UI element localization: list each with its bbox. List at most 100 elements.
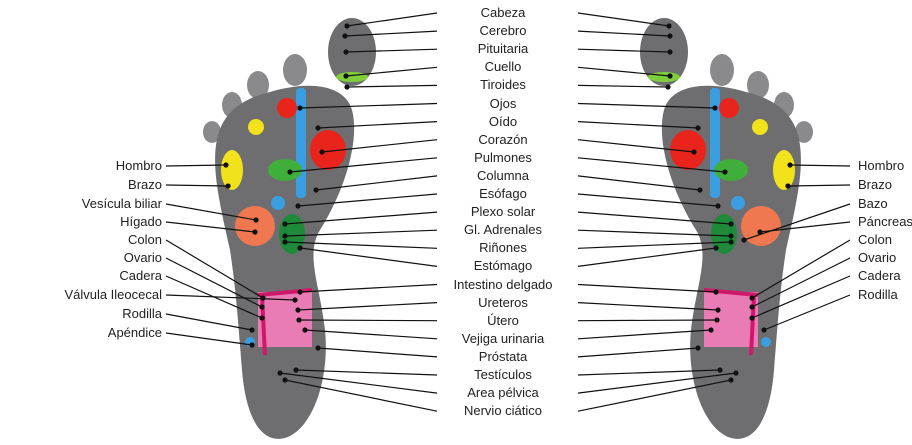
center-leader-right-dot [728, 377, 733, 382]
right-side-leader-dot [749, 295, 754, 300]
center-label: Area pélvica [413, 384, 593, 401]
right-spine-strip [710, 88, 720, 198]
right-side-leader-dot [787, 162, 792, 167]
left-lungs [268, 159, 302, 181]
center-leader-right-dot [667, 73, 672, 78]
center-leader-right-dot [667, 49, 672, 54]
left-side-label: Hombro [12, 157, 162, 174]
right-side-label: Colon [858, 231, 912, 248]
right-spleen-blue [731, 196, 745, 210]
center-label: Plexo solar [413, 203, 593, 220]
center-leader-left-dot [315, 345, 320, 350]
center-leader-right-dot [667, 33, 672, 38]
left-toe-2 [283, 54, 307, 86]
center-leader-right-dot [665, 84, 670, 89]
right-shoulder [773, 150, 795, 190]
right-side-label: Cadera [858, 267, 912, 284]
center-leader-right [578, 285, 716, 293]
center-leader-left-dot [344, 23, 349, 28]
left-liver [235, 206, 275, 246]
center-leader-right-dot [728, 239, 733, 244]
center-label: Próstata [413, 348, 593, 365]
center-leader-right-dot [728, 233, 733, 238]
left-side-leader-dot [249, 327, 254, 332]
left-eye-red [277, 98, 297, 118]
center-label: Cabeza [413, 4, 593, 21]
center-leader-left-dot [293, 367, 298, 372]
left-side-label: Hígado [12, 213, 162, 230]
right-side-label: Páncreas [858, 213, 912, 230]
left-side-label: Colon [12, 231, 162, 248]
center-label: Corazón [413, 131, 593, 148]
center-leader-left-dot [344, 84, 349, 89]
left-side-label: Brazo [12, 176, 162, 193]
center-leader-right-dot [666, 23, 671, 28]
center-leader-right-dot [691, 149, 696, 154]
center-leader-right-dot [708, 327, 713, 332]
right-side-leader-dot [757, 229, 762, 234]
center-label: Tiroides [413, 76, 593, 93]
center-leader-left-dot [295, 307, 300, 312]
center-label: Esófago [413, 185, 593, 202]
center-leader-left-dot [282, 233, 287, 238]
right-side-label: Brazo [858, 176, 912, 193]
center-leader-right-dot [697, 187, 702, 192]
left-side-label: Válvula Ileocecal [12, 286, 162, 303]
center-leader-right-dot [712, 105, 717, 110]
center-leader-right-dot [695, 345, 700, 350]
left-side-leader-dot [223, 162, 228, 167]
center-leader-left-dot [282, 221, 287, 226]
left-side-leader-dot [252, 229, 257, 234]
center-label: Vejiga urinaria [413, 330, 593, 347]
right-toe-2 [710, 54, 734, 86]
right-knee [761, 337, 771, 347]
center-label: Nervio ciático [413, 402, 593, 419]
left-ear-yellow [248, 119, 264, 135]
center-leader-right-dot [714, 317, 719, 322]
center-leader-right-dot [715, 307, 720, 312]
center-leader-right-dot [713, 245, 718, 250]
left-side-label: Apéndice [12, 324, 162, 341]
left-side-leader-dot [292, 297, 297, 302]
right-side-label: Rodilla [858, 286, 912, 303]
left-side-label: Ovario [12, 249, 162, 266]
center-leader-right-dot [717, 367, 722, 372]
center-label: Oído [413, 113, 593, 130]
center-label: Ojos [413, 95, 593, 112]
center-label: Estómago [413, 257, 593, 274]
center-leader-left-dot [342, 33, 347, 38]
center-label: Riñones [413, 239, 593, 256]
center-leader-left-dot [282, 239, 287, 244]
right-side-label: Ovario [858, 249, 912, 266]
left-spine-strip [296, 88, 306, 198]
center-label: Cuello [413, 58, 593, 75]
center-leader-left-dot [319, 149, 324, 154]
right-lungs [714, 159, 748, 181]
right-side-leader-dot [785, 183, 790, 188]
center-leader-left-dot [343, 73, 348, 78]
right-pancreas [741, 206, 781, 246]
center-leader-right-dot [733, 370, 738, 375]
right-side-leader-dot [749, 315, 754, 320]
right-side-label: Bazo [858, 195, 912, 212]
left-side-label: Vesícula biliar [12, 195, 162, 212]
left-side-leader-dot [260, 295, 265, 300]
center-label: Pituitaria [413, 40, 593, 57]
center-leader-right-dot [713, 289, 718, 294]
left-side-leader-dot [225, 183, 230, 188]
center-label: Columna [413, 167, 593, 184]
center-label: Pulmones [413, 149, 593, 166]
center-leader-right [578, 320, 717, 321]
center-label: Ureteros [413, 294, 593, 311]
center-leader-left-dot [295, 203, 300, 208]
center-leader-right-dot [715, 203, 720, 208]
left-spleen-blue [271, 196, 285, 210]
right-ear-yellow [752, 119, 768, 135]
left-foot [203, 18, 376, 439]
center-leader-right-dot [722, 169, 727, 174]
center-leader-right [578, 348, 698, 357]
center-leader-left-dot [282, 377, 287, 382]
center-leader-left-dot [315, 125, 320, 130]
center-leader-left-dot [297, 289, 302, 294]
